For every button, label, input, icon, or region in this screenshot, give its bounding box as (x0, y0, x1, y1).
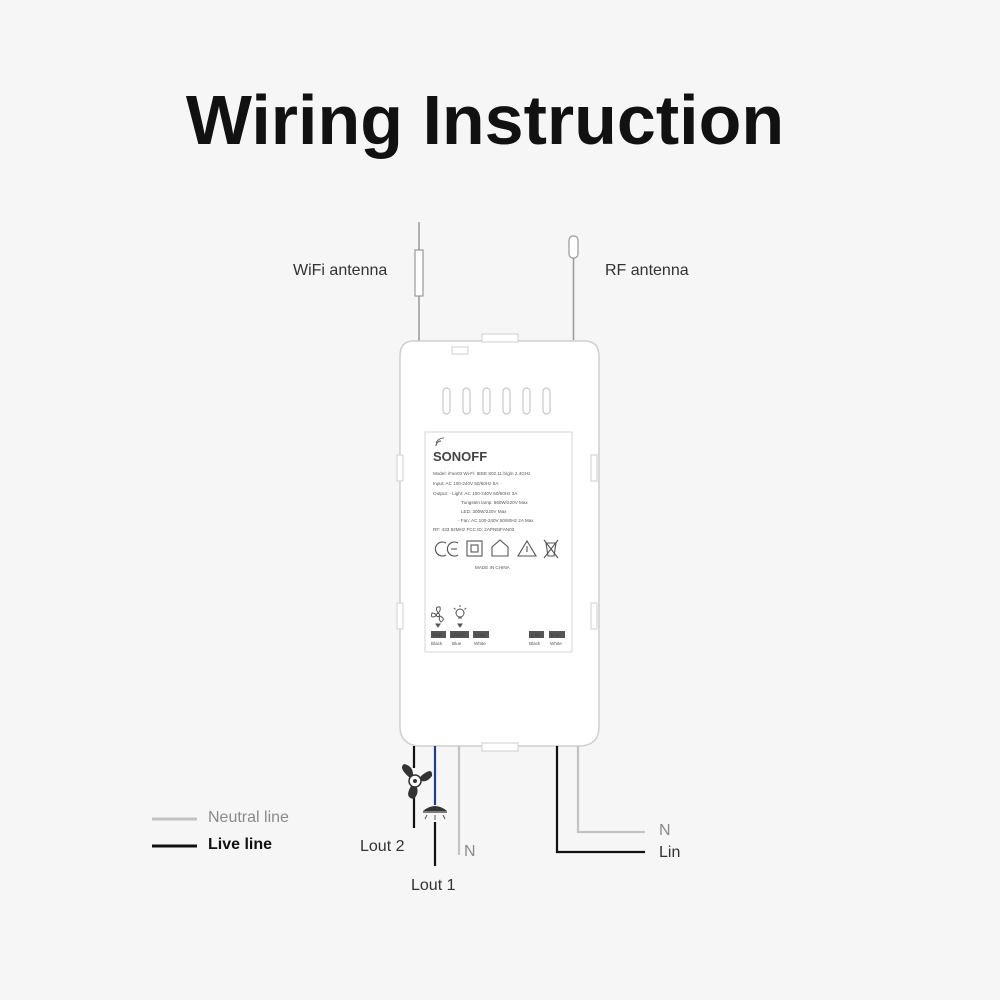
page-title: Wiring Instruction (185, 81, 785, 159)
terminal-color: White (474, 641, 486, 646)
ceiling-fan-icon (402, 764, 433, 799)
legend-neutral-label: Neutral line (208, 809, 289, 826)
rf-antenna (568, 235, 579, 340)
terminal-tag: FAN (433, 633, 443, 638)
spec-line: Model: iFan03 Wi-Fi: IEEE 802.11 b/g/n 2… (433, 471, 531, 476)
spec-line: RF: 433.92MHz FCC ID: 2APN5IFAN03 (433, 527, 515, 532)
wifi-antenna-label: WiFi antenna (293, 262, 388, 279)
terminal-color: Blue (452, 641, 462, 646)
logo-wifi-icon (435, 440, 442, 447)
light-icon (453, 605, 467, 628)
spec-line: Tungsten lamp: 660W/220V Max (461, 500, 528, 505)
fan-icon (431, 606, 444, 628)
warning-icon (517, 539, 537, 557)
wifi-antenna (414, 222, 424, 342)
ceiling-light-icon (423, 806, 447, 820)
output-wires (412, 746, 645, 866)
spec-line: - Fan: AC 100-240V 50/60Hz 2A Max (458, 518, 534, 523)
made-in-text: MADE IN CHINA (475, 565, 511, 570)
n-load-label: N (464, 843, 476, 860)
vent-slots (442, 387, 551, 415)
double-insulation-icon (466, 540, 483, 557)
terminal-tag: N in (551, 633, 560, 638)
lout2-label: Lout 2 (360, 838, 405, 855)
n-in-label: N (659, 822, 671, 839)
terminal-tag: L in (531, 633, 539, 638)
terminal-tags: FAN LIGHT COM L in N in Black Blue White… (431, 631, 565, 646)
lout1-label: Lout 1 (411, 877, 456, 894)
terminal-color: Black (431, 641, 443, 646)
spec-line: Output: - Light: AC 100-240V 50/60Hz 3A (433, 491, 518, 496)
legend-live-label: Live line (208, 836, 273, 853)
brand-logo: SONOFF (433, 449, 487, 464)
spec-line: LED: 300W/220V Max (461, 509, 507, 514)
terminal-tag: LIGHT (452, 633, 466, 638)
rf-antenna-label: RF antenna (605, 262, 689, 279)
l-in-label: Lin (659, 844, 681, 861)
terminal-tag: COM (475, 633, 486, 638)
weee-bin-icon (543, 539, 559, 559)
terminal-color: White (550, 641, 562, 646)
indoor-use-icon (491, 539, 509, 557)
ce-mark-icon (434, 541, 459, 557)
spec-line: Input: AC 100-240V 50/60Hz 5A (433, 481, 499, 486)
terminal-color: Black (529, 641, 541, 646)
spec-label-plate: SONOFF Model: iFan03 Wi-Fi: IEEE 802.11 … (424, 431, 573, 653)
